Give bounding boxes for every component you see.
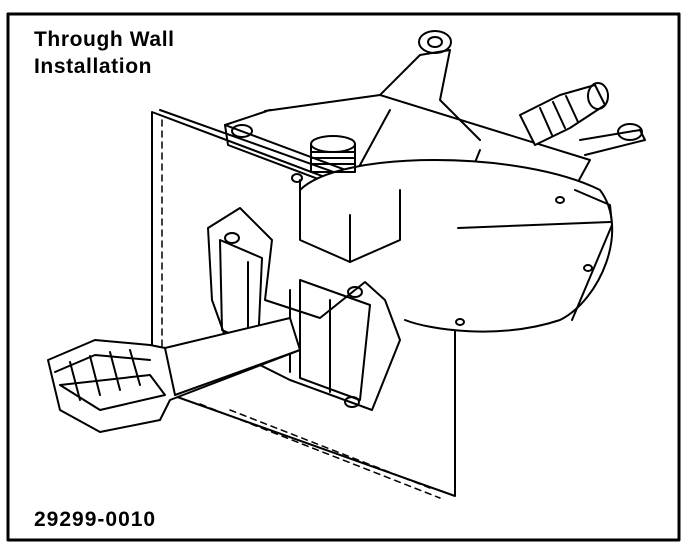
figure-title: Through Wall Installation	[34, 26, 175, 80]
valve-body	[299, 159, 614, 333]
figure-id: 29299-0010	[34, 508, 157, 531]
title-line-1: Through Wall	[34, 28, 175, 51]
foot-pedal	[47, 317, 301, 433]
threaded-inlet	[299, 135, 401, 263]
title-line-2: Installation	[34, 55, 153, 78]
border	[6, 12, 681, 542]
outlet-spout	[519, 82, 646, 156]
